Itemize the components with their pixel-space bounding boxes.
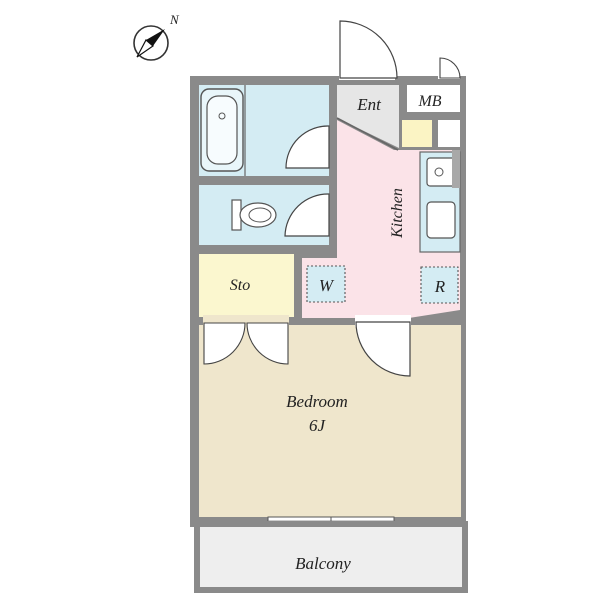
entrance-area xyxy=(337,85,399,148)
meter-box-door xyxy=(439,57,461,79)
gas-strip xyxy=(452,150,460,188)
bathroom-door xyxy=(285,125,330,169)
storage-label: Sto xyxy=(230,277,250,294)
washer-space xyxy=(306,265,346,303)
bathtub-icon xyxy=(200,88,244,172)
washer-label: W xyxy=(319,276,335,295)
balcony-label: Balcony xyxy=(295,554,351,573)
utility-box-yellow xyxy=(402,120,432,147)
kitchen-label: Kitchen xyxy=(389,188,406,239)
storage-area xyxy=(199,254,294,317)
utility-box-white xyxy=(438,120,460,147)
bedroom-size-label: 6J xyxy=(309,416,327,435)
north-arrow-icon: N xyxy=(133,12,180,61)
bedroom-label: Bedroom xyxy=(286,392,348,411)
entrance-door xyxy=(339,20,398,79)
compass-label: N xyxy=(169,12,180,27)
balcony-area xyxy=(194,521,468,593)
meter-box-label: MB xyxy=(417,93,441,110)
kitchen-counter xyxy=(419,151,461,253)
refrigerator-space xyxy=(420,266,459,304)
toilet-door xyxy=(284,193,330,237)
bedroom-door xyxy=(355,321,411,377)
toilet-icon xyxy=(231,199,277,231)
entrance-label: Ent xyxy=(356,95,382,114)
meter-box-area xyxy=(407,85,460,112)
refrigerator-label: R xyxy=(434,277,446,296)
bedroom-area xyxy=(199,325,461,517)
storage-double-door xyxy=(203,322,289,365)
